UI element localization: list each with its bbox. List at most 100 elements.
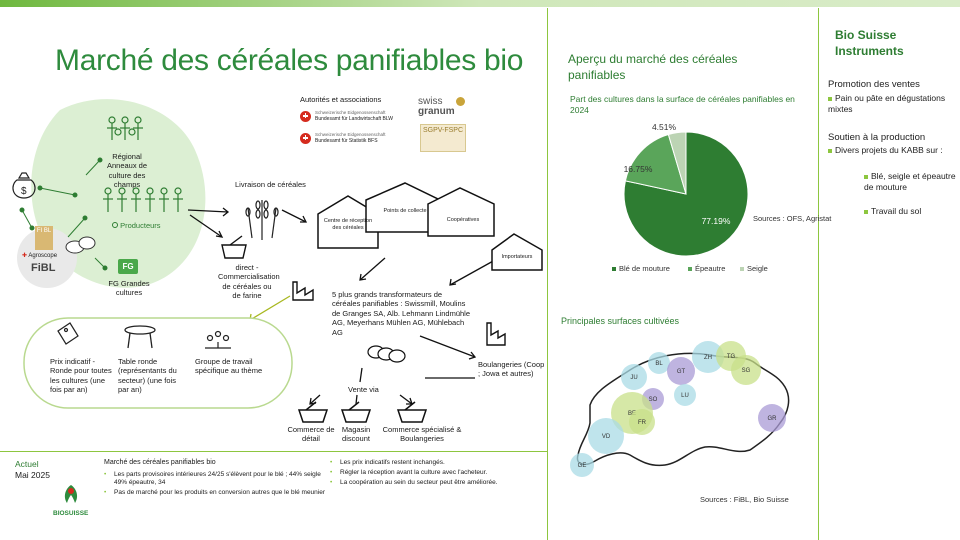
divider-right (818, 8, 819, 540)
canton-bubble (692, 341, 724, 373)
platform-group-label: Groupe de travail spécifique au thème (195, 357, 263, 376)
platform-table-label: Table ronde (représentants du secteur) (… (118, 357, 177, 395)
pie-data-label: 77.19% (702, 216, 731, 226)
promo-heading: Promotion des ventes (828, 79, 920, 90)
divider-left (547, 8, 548, 540)
legend-swatch (612, 267, 616, 271)
retail-special-label: Commerce spécialisé & Boulangeries (382, 425, 462, 444)
overview-subtitle: Part des cultures dans la surface de cér… (570, 94, 795, 116)
canton-label: LU (681, 393, 689, 399)
canton-label: SG (742, 368, 751, 374)
support-sub-item-2: Travail du sol (864, 206, 956, 217)
coop-label: Coopératives (446, 217, 480, 223)
actual-label: Actuel (15, 459, 39, 469)
canton-label: JU (630, 375, 637, 381)
centre-label: Centre de réception des céréales (323, 218, 373, 231)
fibl-logo: FiBL (31, 262, 56, 274)
building-importers (491, 233, 543, 271)
list-item: Les parts provisoires intérieures 24/25 … (104, 471, 334, 487)
bio-suisse-logo (58, 483, 84, 509)
retail-discount-label: Magasin discount (341, 425, 371, 444)
support-item: Divers projets du KABB sur : (828, 145, 956, 156)
fibl-block: FI BL (35, 226, 53, 250)
producers-label: Producteurs (112, 221, 161, 230)
canton-bubble (731, 355, 761, 385)
support-heading: Soutien à la production (828, 132, 926, 143)
top-bar (0, 0, 960, 7)
processors-label: 5 plus grands transformateurs de céréale… (332, 290, 471, 337)
collection-label: Points de collecte (383, 208, 427, 214)
legend-label: Seigle (747, 264, 768, 273)
canton-bubble (629, 409, 655, 435)
flow-diagram: $ (12, 99, 543, 423)
canton-label: VD (602, 434, 611, 440)
canton-bubble (588, 418, 624, 454)
canton-label: BL (655, 361, 663, 367)
regional-label: Régional Anneaux de culture des champs (106, 152, 148, 190)
list-item: Régler la réception avant la culture ave… (330, 469, 540, 477)
retail-detail-label: Commerce de détail (287, 425, 335, 444)
round-table-icon (124, 325, 156, 349)
swiss-granum-logo: swiss granum (418, 97, 468, 121)
producers-circle-icon (112, 222, 118, 228)
overview-title: Aperçu du marché des céréales panifiable… (568, 52, 738, 82)
canton-label: GE (578, 463, 587, 469)
legend-label: Épeautre (695, 264, 725, 273)
actual-col1-list: Les parts provisoires intérieures 24/25 … (104, 471, 334, 498)
support-sub-item-1: Blé, seigle et épeautre de mouture (864, 171, 956, 193)
basket-icon-discount (340, 401, 372, 423)
money-bag-icon: $ (12, 172, 36, 199)
pie-slice (624, 133, 687, 195)
basket-icon-detail (297, 401, 329, 423)
fg-logo: FG (118, 259, 138, 274)
flour-bowl-icon (221, 235, 247, 259)
list-item: Les prix indicatifs restent inchangés. (330, 459, 540, 467)
bio-suisse-text: BIOSUISSE (53, 510, 89, 517)
instruments-title: Bio Suisse Instruments (835, 28, 904, 58)
farmers-icon (107, 116, 143, 140)
fg-label: FG Grandes cultures (108, 279, 150, 298)
price-tag-icon (57, 322, 79, 345)
factory-icon (292, 281, 314, 301)
sales-label: Vente via (348, 385, 379, 394)
arrows (187, 207, 496, 405)
direct-label: direct - Commercialisation de céréales o… (218, 263, 280, 301)
promo-item: Pain ou pâte en dégustations mixtes (828, 93, 946, 115)
authorities-heading: Autorités et associations (300, 95, 382, 104)
ofag-logo: Schweizerische Eidgenossenschaft Bundesa… (300, 110, 410, 150)
working-group-icon (205, 330, 231, 349)
agroscope-logo: ✚ Agroscope (22, 253, 58, 259)
pie-data-label: 16.75% (624, 164, 653, 174)
canton-bubble (758, 404, 786, 432)
canton-label: TG (727, 354, 736, 360)
canton-label: FR (638, 420, 647, 426)
canton-bubble (648, 352, 670, 374)
buildings (317, 182, 543, 271)
pie-data-label: 4.51% (652, 122, 677, 132)
canton-label: ZH (704, 355, 712, 361)
actual-col1-title: Marché des céréales panifiables bio (104, 459, 216, 466)
canton-label: SO (649, 397, 658, 403)
bakery-label: Boulangeries (Coop ; Jowa et autres) (478, 360, 545, 379)
svg-text:$: $ (21, 186, 27, 197)
list-item: La coopération au sein du secteur peut ê… (330, 479, 540, 487)
canton-bubble (621, 364, 647, 390)
connectors (19, 157, 108, 271)
overview-source: Sources : OFS, Agristat (753, 214, 832, 223)
switzerland-map: ZHTGSGBLGTJUSOLUBEFRVDGEGR (570, 341, 790, 477)
speech-bubbles-icon (65, 236, 96, 254)
canton-label: GT (677, 369, 686, 375)
building-coop (427, 187, 495, 237)
bakery-factory-icon (486, 322, 506, 346)
actual-col2-list: Les prix indicatifs restent inchangés. R… (330, 459, 540, 488)
platform-price-label: Prix indicatif - Ronde pour toutes les c… (50, 357, 112, 395)
canton-bubble (667, 357, 695, 385)
research-circle (17, 228, 77, 288)
bread-icon (367, 345, 406, 363)
sgpv-fspc-logo: SGPV-FSPC (420, 124, 466, 152)
page-title: Marché des céréales panifiables bio (55, 44, 524, 77)
legend-swatch (740, 267, 744, 271)
divider-bottom (0, 451, 547, 452)
canton-bubble (570, 453, 594, 477)
